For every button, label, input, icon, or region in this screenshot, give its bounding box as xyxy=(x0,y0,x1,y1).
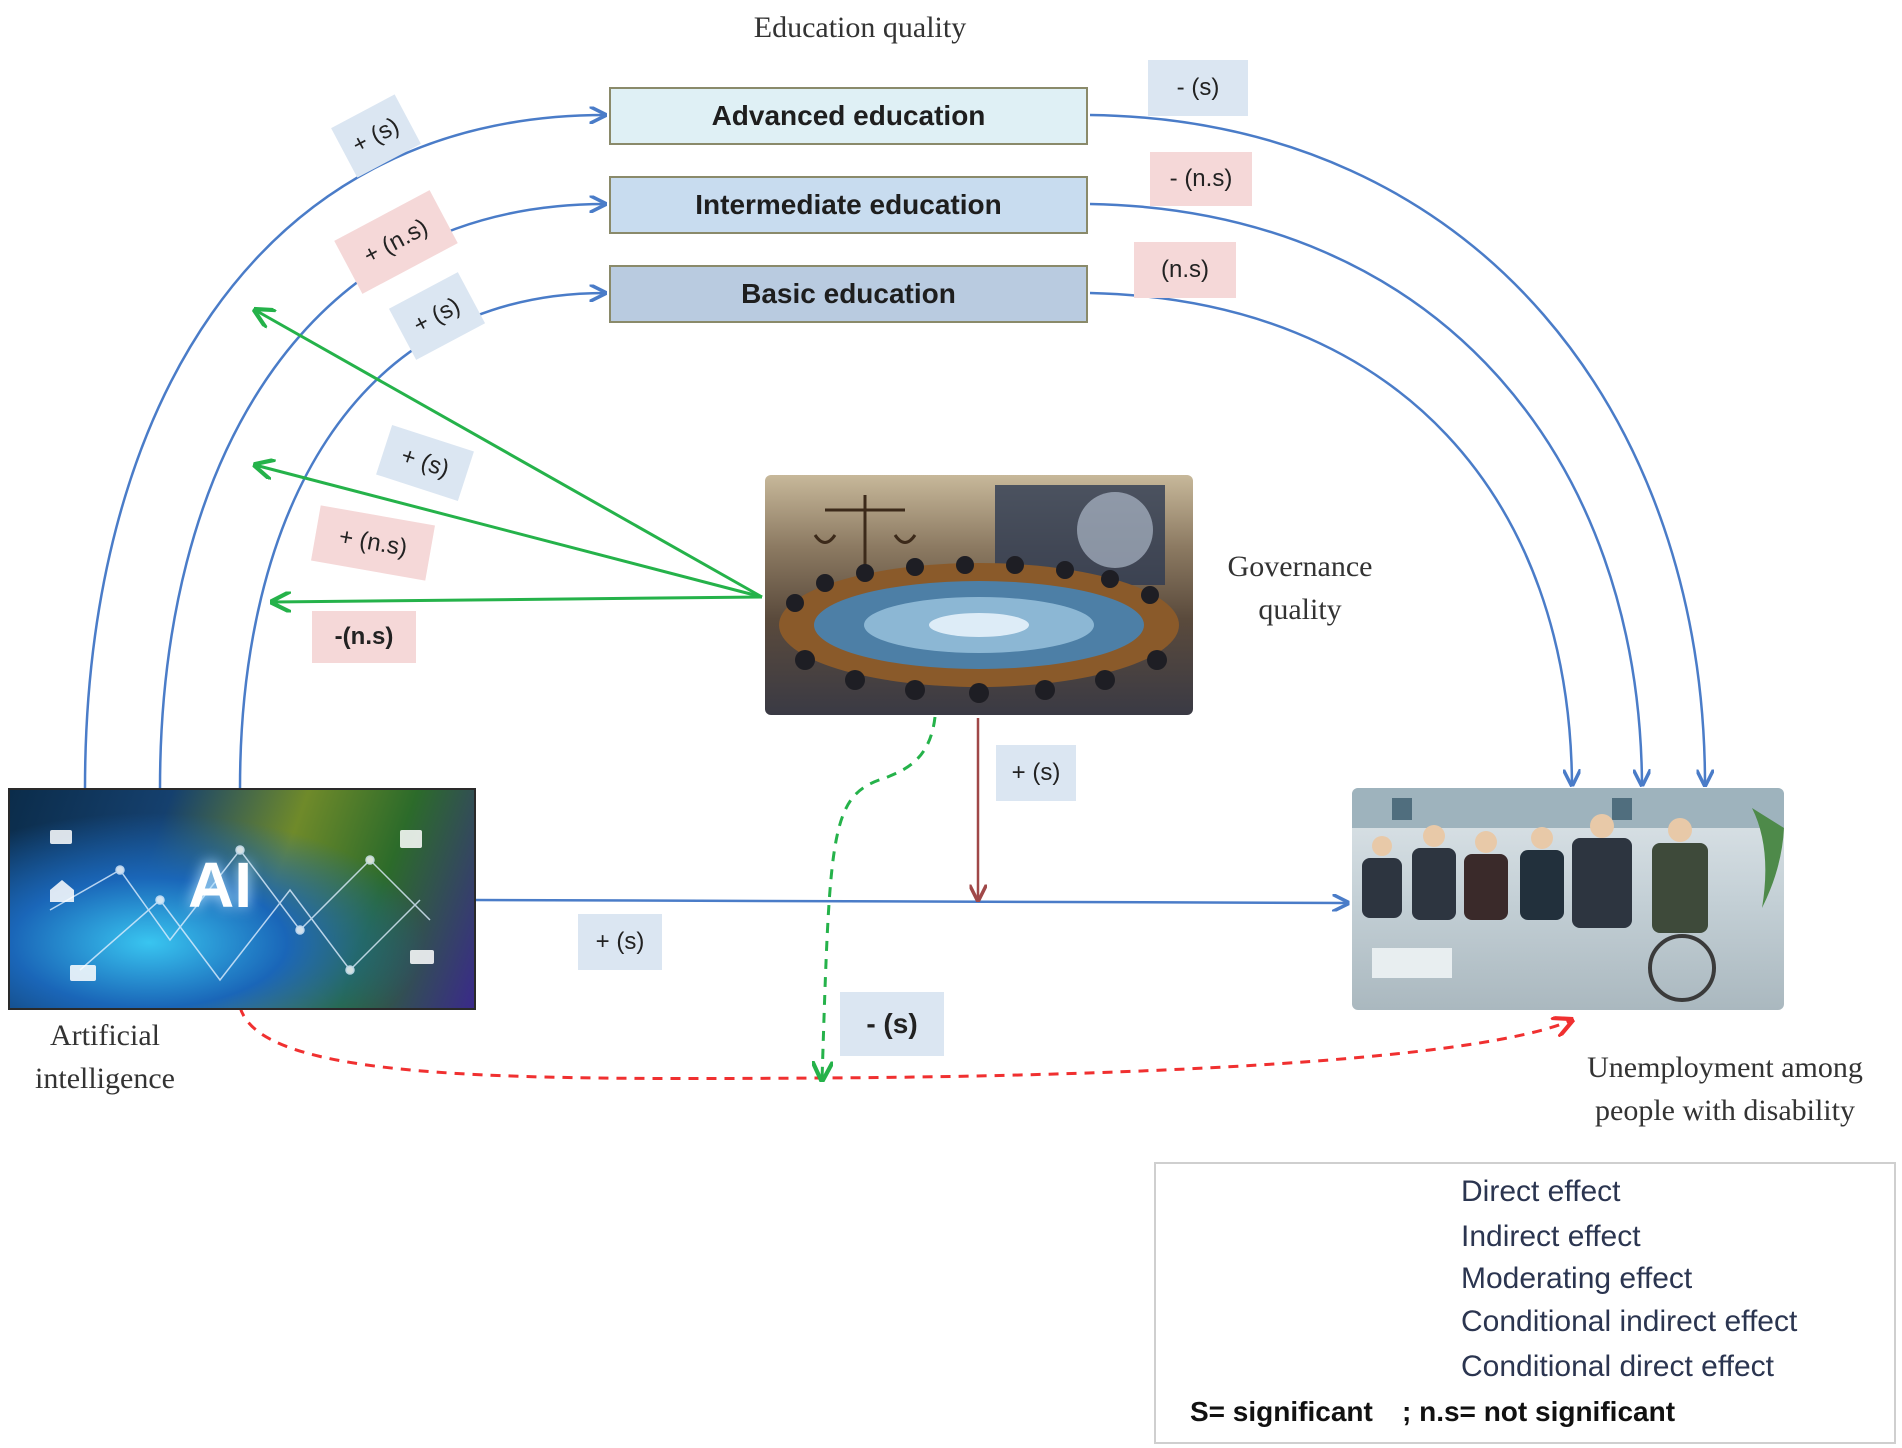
unemployment-node-label: Unemployment among people with disabilit… xyxy=(1560,1046,1890,1132)
label-moderating-basic: -(n.s) xyxy=(312,611,416,663)
label-basic-to-unemployment: (n.s) xyxy=(1134,242,1236,298)
arrow-moderating-advanced xyxy=(255,310,763,599)
basic-education-box: Basic education xyxy=(609,265,1088,323)
legend-label-indirect: Indirect effect xyxy=(1461,1220,1641,1253)
legend-note-significant: S= significant xyxy=(1190,1396,1373,1427)
ai-image: AI xyxy=(8,788,476,1010)
education-quality-title: Education quality xyxy=(753,11,967,44)
ai-label-line-1: Artificial xyxy=(50,1019,160,1052)
arrow-moderating-intermediate xyxy=(255,465,763,599)
ai-label-line-2: intelligence xyxy=(35,1062,175,1095)
legend-label-conditional-indirect: Conditional indirect effect xyxy=(1461,1305,1798,1338)
legend-note-not-significant: ; n.s= not significant xyxy=(1402,1396,1676,1427)
governance-table-graphic xyxy=(779,485,1179,703)
intermediate-education-box: Intermediate education xyxy=(609,176,1088,234)
arrow-conditional-indirect xyxy=(822,716,937,1080)
label-intermediate-to-unemployment: - (n.s) xyxy=(1150,152,1252,206)
label-advanced-to-unemployment: - (s) xyxy=(1148,60,1248,116)
arrow-basic-to-unemployment xyxy=(1089,291,1572,785)
legend-label-direct: Direct effect xyxy=(1461,1175,1621,1208)
arrow-advanced-to-unemployment xyxy=(1089,113,1705,785)
label-conditional-direct: + (s) xyxy=(996,745,1076,801)
arrow-ai-to-advanced xyxy=(83,115,605,789)
ai-image-text: AI xyxy=(188,849,252,921)
arrow-ai-to-basic xyxy=(238,293,605,789)
unemployment-image xyxy=(1352,788,1784,1010)
ai-node-label: Artificial intelligence xyxy=(0,1014,210,1100)
arrow-moderating-basic xyxy=(272,597,763,602)
legend-label-conditional-direct: Conditional direct effect xyxy=(1461,1350,1774,1383)
unemployment-label-line-1: Unemployment among xyxy=(1587,1051,1863,1084)
governance-image xyxy=(765,475,1193,715)
arrow-ai-to-unemployment xyxy=(472,900,1348,903)
advanced-education-box: Advanced education xyxy=(609,87,1088,145)
legend: Direct effect Indirect effect Moderating… xyxy=(1154,1162,1896,1444)
arrow-ai-to-intermediate xyxy=(158,204,605,789)
arrow-intermediate-to-unemployment xyxy=(1089,202,1642,785)
governance-label-line-2: quality xyxy=(1258,593,1342,626)
unemployment-label-line-2: people with disability xyxy=(1595,1094,1855,1127)
ai-network-graphic xyxy=(49,830,434,982)
label-conditional-indirect: - (s) xyxy=(840,992,944,1056)
governance-node-label: Governance quality xyxy=(1200,545,1400,631)
legend-label-moderating: Moderating effect xyxy=(1461,1262,1693,1295)
governance-label-line-1: Governance xyxy=(1227,550,1373,583)
label-ai-to-unemployment: + (s) xyxy=(578,914,662,970)
waiting-room-graphic xyxy=(1352,788,1784,1002)
